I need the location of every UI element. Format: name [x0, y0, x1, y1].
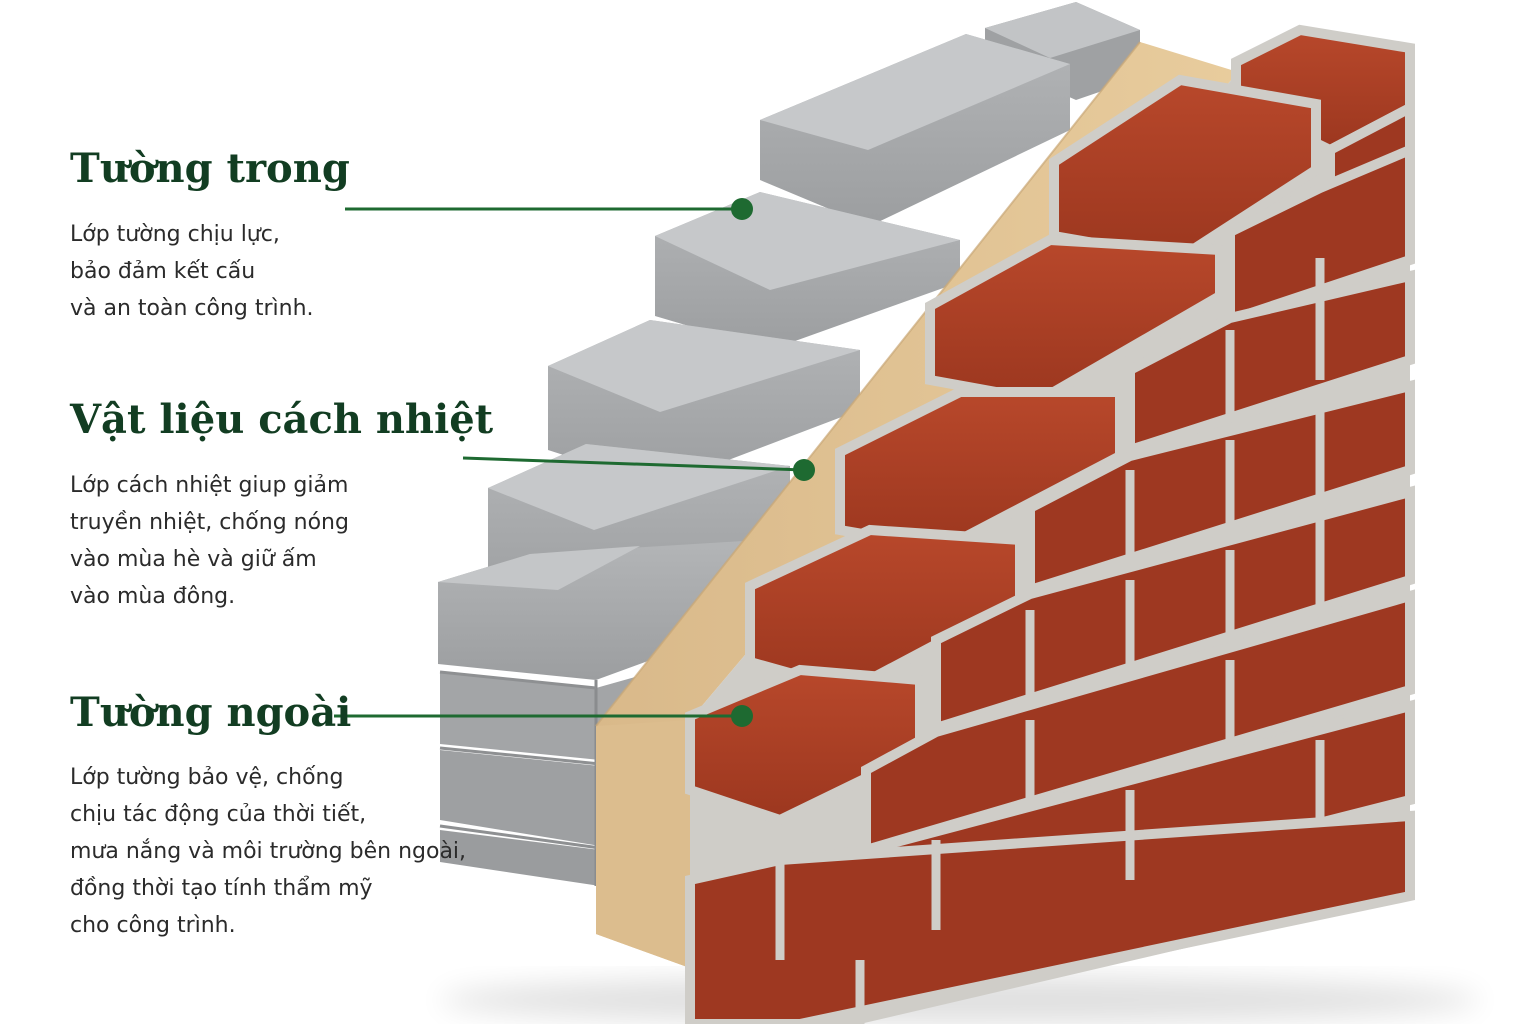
description-line: bảo đảm kết cấu [70, 259, 256, 284]
leader-dot-outer-wall [731, 705, 753, 727]
label-insulation-title: Vật liệu cách nhiệt [70, 396, 494, 443]
leader-dot-inner-wall [731, 198, 753, 220]
label-outer-wall-title: Tường ngoài [70, 689, 352, 736]
brick-wall [685, 24, 1415, 1024]
label-insulation-description: Lớp cách nhiệt giup giảm truyền nhiệt, c… [70, 467, 349, 615]
label-inner-wall-title: Tường trong [70, 145, 350, 192]
description-line: vào mùa đông. [70, 584, 236, 609]
description-line: đồng thời tạo tính thẩm mỹ [70, 876, 373, 901]
label-outer-wall-description: Lớp tường bảo vệ, chống chịu tác động củ… [70, 759, 466, 944]
description-line: chịu tác động của thời tiết, [70, 802, 367, 827]
description-line: mưa nắng và môi trường bên ngoài, [70, 839, 467, 864]
description-line: Lớp tường bảo vệ, chống [70, 765, 344, 790]
leader-insulation [462, 456, 805, 472]
label-inner-wall-description: Lớp tường chịu lực, bảo đảm kết cấu và a… [70, 216, 314, 327]
description-line: Lớp cách nhiệt giup giảm [70, 473, 349, 498]
description-line: cho công trình. [70, 913, 236, 938]
callout-lines [334, 198, 815, 727]
description-line: truyền nhiệt, chống nóng [70, 510, 349, 535]
description-line: vào mùa hè và giữ ấm [70, 547, 317, 572]
leader-dot-insulation [793, 459, 815, 481]
description-line: Lớp tường chịu lực, [70, 222, 280, 247]
description-line: và an toàn công trình. [70, 296, 314, 321]
